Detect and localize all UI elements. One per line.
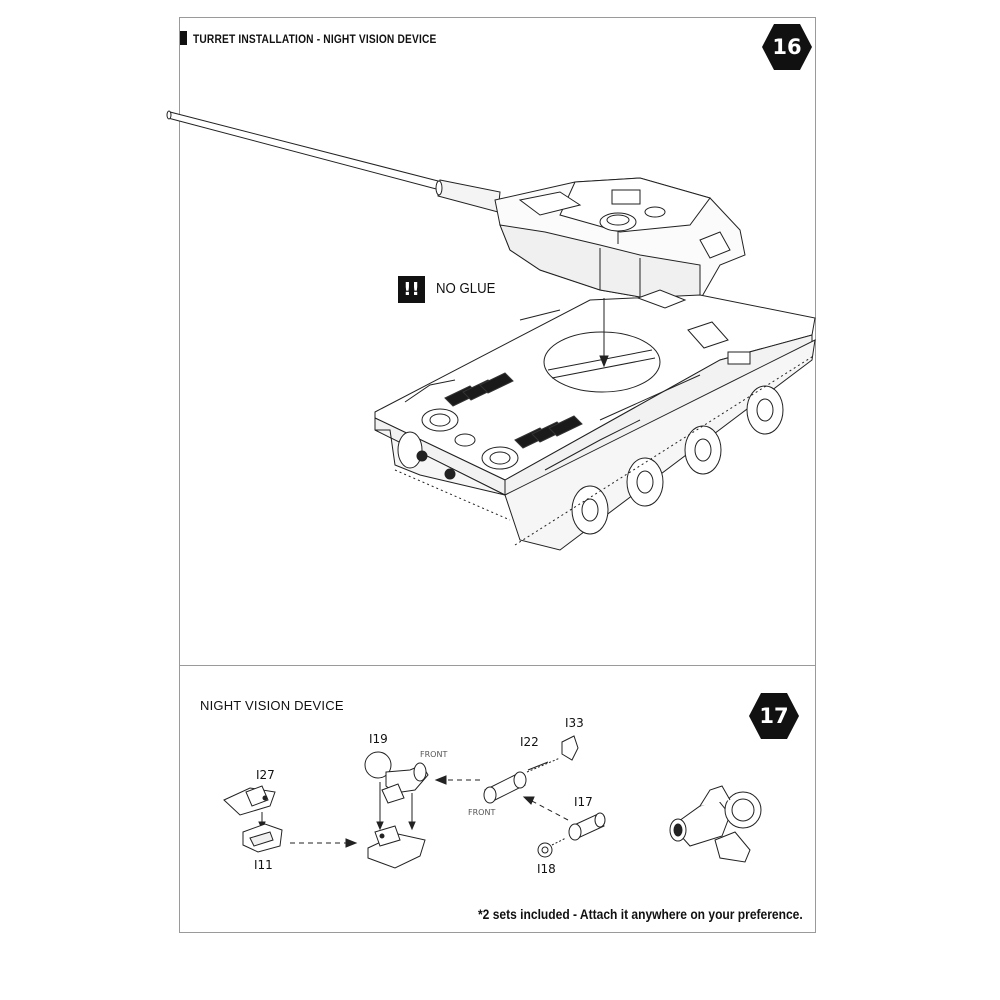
- step16-title: TURRET INSTALLATION - NIGHT VISION DEVIC…: [193, 32, 437, 46]
- footnote: *2 sets included - Attach it anywhere on…: [478, 906, 803, 922]
- step16-hexagon-icon: 16: [761, 23, 813, 71]
- label-i19: I19: [369, 732, 388, 746]
- part-i11: [242, 823, 283, 853]
- engine-grille: [444, 372, 583, 449]
- step17-number: 17: [759, 704, 789, 728]
- part-i19: [364, 751, 429, 804]
- no-glue-label: NO GLUE: [436, 280, 496, 297]
- label-i17: I17: [574, 795, 593, 809]
- front-label-lower: FRONT: [468, 808, 496, 817]
- label-i11: I11: [254, 858, 273, 872]
- label-i27: I27: [256, 768, 275, 782]
- part-i27: [223, 785, 276, 816]
- step17-title: NIGHT VISION DEVICE: [200, 698, 344, 713]
- bracket-assembly: [367, 825, 426, 869]
- label-i33: I33: [565, 716, 584, 730]
- turret: [494, 177, 746, 301]
- label-i18: I18: [537, 862, 556, 876]
- step16-number: 16: [772, 35, 802, 59]
- completed-night-vision: [669, 785, 762, 863]
- part-i17: [568, 812, 606, 841]
- step-divider: [179, 665, 816, 666]
- step17-hexagon-icon: 17: [748, 692, 800, 740]
- arrow-head: [599, 355, 609, 368]
- label-i22: I22: [520, 735, 539, 749]
- front-label-upper: FRONT: [420, 750, 448, 759]
- part-i33: [561, 735, 579, 761]
- step17-drawings: [223, 735, 762, 869]
- title-marker: [180, 31, 187, 45]
- hull: [374, 289, 816, 551]
- road-wheels: [397, 385, 784, 535]
- instruction-frame: [179, 17, 816, 933]
- warning-icon: !!: [398, 276, 425, 303]
- part-i22: [483, 761, 549, 804]
- part-i18: [537, 842, 553, 858]
- gun-barrel: [166, 110, 501, 213]
